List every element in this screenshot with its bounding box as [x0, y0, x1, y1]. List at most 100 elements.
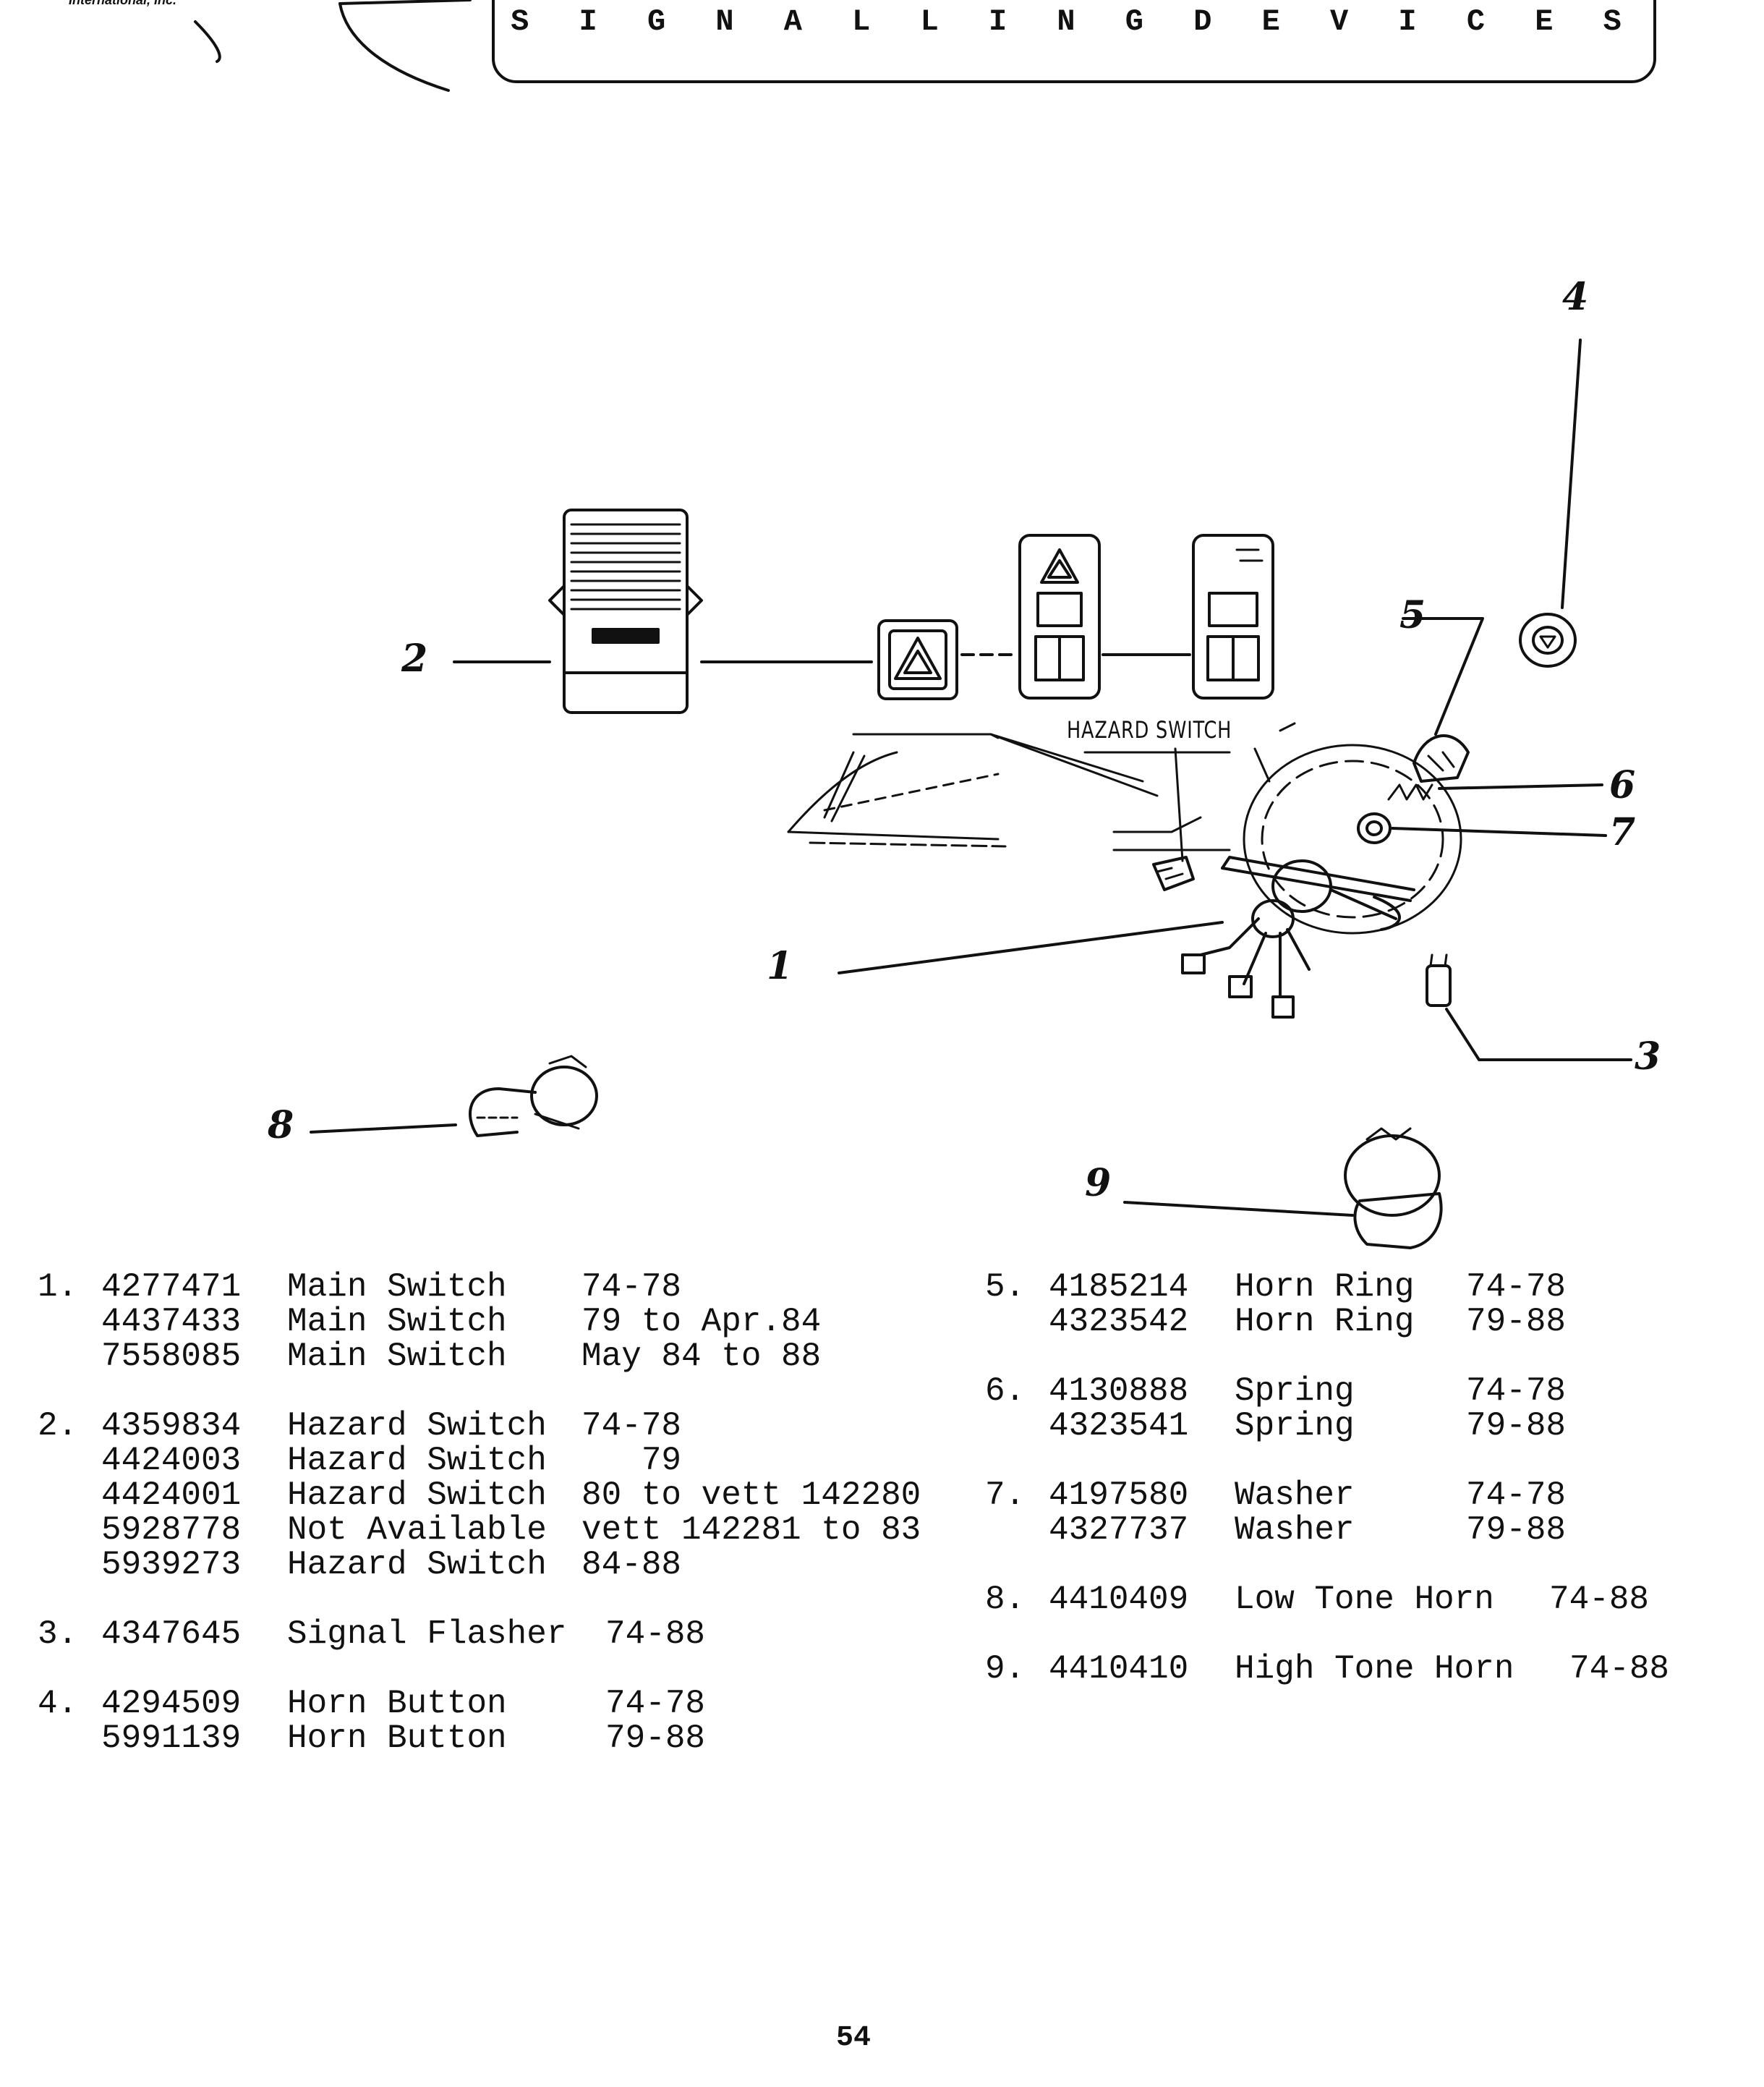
callout-1: 1	[767, 944, 793, 988]
part-name: Low Tone Horn	[1235, 1581, 1494, 1618]
part-number: 4294509	[101, 1685, 242, 1722]
publisher-logo-fragment: International, Inc.	[69, 0, 177, 7]
part-years: 74-78	[581, 1268, 682, 1306]
part-years: 79 to Apr.84	[581, 1303, 822, 1340]
item-number: 4.	[38, 1685, 78, 1722]
part-years: 79	[581, 1442, 682, 1479]
part-years: 74-78	[1466, 1476, 1567, 1514]
item-number: 1.	[38, 1268, 78, 1306]
callout-line-4	[1561, 339, 1582, 609]
page-title: S I G N A L L I N G D E V I C E S	[511, 4, 1637, 39]
callout-line-8	[310, 1123, 457, 1134]
part-name: Washer	[1235, 1511, 1355, 1549]
part-name: Washer	[1235, 1476, 1355, 1514]
hazard-button	[877, 619, 958, 700]
hazard-switch-label: HAZARD SWITCH	[1067, 716, 1232, 744]
part-number: 4277471	[101, 1268, 242, 1306]
part-name: Main Switch	[287, 1303, 507, 1340]
callout-9: 9	[1085, 1161, 1112, 1205]
part-number: 7558085	[101, 1338, 242, 1375]
part-name: Hazard Switch	[287, 1546, 547, 1584]
callout-5: 5	[1399, 593, 1426, 637]
part-years: May 84 to 88	[581, 1338, 822, 1375]
item-number: 7.	[985, 1476, 1026, 1514]
washer-part	[1357, 812, 1392, 844]
high-tone-horn-part	[1344, 1127, 1443, 1249]
item-number: 5.	[985, 1268, 1026, 1306]
part-years: 74-88	[1569, 1650, 1670, 1688]
part-years: 79-88	[1466, 1407, 1567, 1445]
horn-ring-part	[1413, 734, 1470, 783]
hazard-switch-housing	[548, 509, 703, 714]
part-row: 7558085 Main Switch May 84 to 88	[38, 1339, 963, 1374]
item-number: 8.	[985, 1581, 1026, 1618]
part-years: 79-88	[1466, 1511, 1567, 1549]
part-number: 4410409	[1049, 1581, 1189, 1618]
part-number: 4323542	[1049, 1303, 1189, 1340]
low-tone-horn-part	[469, 1055, 598, 1137]
callout-2: 2	[401, 637, 428, 681]
hazard-leader-c	[1253, 747, 1271, 783]
part-number: 5939273	[101, 1546, 242, 1584]
item-number: 2.	[38, 1407, 78, 1445]
part-years: 74-78	[581, 1407, 682, 1445]
callout-8: 8	[268, 1103, 294, 1147]
part-number: 4327737	[1049, 1511, 1189, 1549]
part-row: 7. 4197580 Washer 74-78	[985, 1478, 1744, 1513]
part-number: 4347645	[101, 1615, 242, 1653]
part-row: 4437433 Main Switch 79 to Apr.84	[38, 1304, 963, 1339]
callout-line-6	[1438, 783, 1603, 790]
spring-part	[1387, 783, 1433, 801]
part-name: Main Switch	[287, 1268, 507, 1306]
part-number: 4424003	[101, 1442, 242, 1479]
callout-7: 7	[1609, 810, 1636, 854]
part-number: 4359834	[101, 1407, 242, 1445]
part-years: 74-78	[1466, 1268, 1567, 1306]
part-name: Horn Ring	[1235, 1303, 1415, 1340]
part-row: 4424003 Hazard Switch 79	[38, 1443, 963, 1478]
part-number: 4197580	[1049, 1476, 1189, 1514]
callout-line-9	[1123, 1201, 1354, 1217]
hazard-leader-b	[1174, 747, 1184, 862]
part-number: 4437433	[101, 1303, 242, 1340]
part-number: 4410410	[1049, 1650, 1189, 1688]
part-years: 74-88	[605, 1615, 706, 1653]
header-frame	[492, 0, 1656, 83]
page-number: 54	[835, 2022, 871, 2054]
part-number: 4130888	[1049, 1372, 1189, 1410]
part-name: Hazard Switch	[287, 1442, 547, 1479]
header-curve-top	[338, 0, 472, 5]
part-years: 84-88	[581, 1546, 682, 1584]
part-years: vett 142281 to 83	[581, 1511, 921, 1549]
hazard-leader-a	[989, 733, 1159, 797]
part-name: Horn Button	[287, 1720, 507, 1757]
part-number: 4424001	[101, 1476, 242, 1514]
switch-panel-a	[1018, 534, 1101, 700]
part-name: Not Available	[287, 1511, 547, 1549]
part-years: 74-78	[1466, 1372, 1567, 1410]
part-name: High Tone Horn	[1235, 1650, 1514, 1688]
callout-6: 6	[1609, 763, 1636, 807]
callout-line-1	[838, 921, 1224, 974]
part-row: 1. 4277471 Main Switch 74-78	[38, 1270, 963, 1304]
callout-line-3	[1445, 1008, 1632, 1061]
part-name: Main Switch	[287, 1338, 507, 1375]
